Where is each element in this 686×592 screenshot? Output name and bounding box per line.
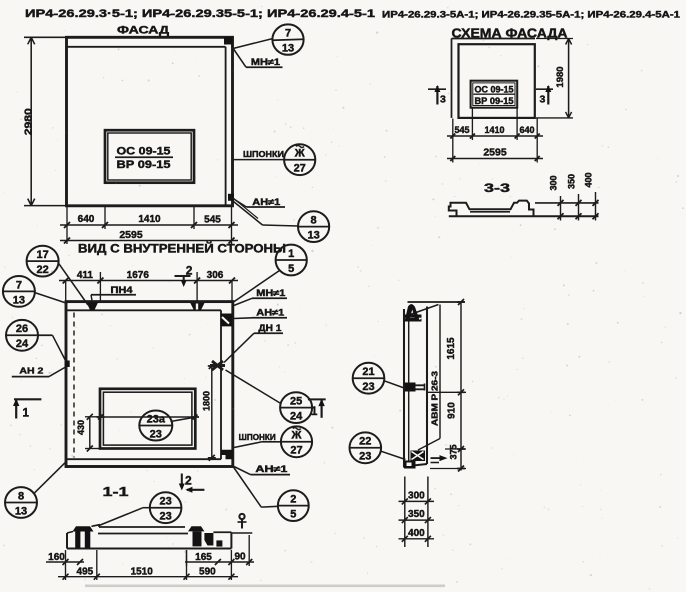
svg-text:1676: 1676 (127, 270, 150, 281)
svg-text:2: 2 (186, 264, 193, 278)
svg-text:1510: 1510 (131, 566, 154, 577)
svg-text:300: 300 (408, 491, 425, 502)
svg-text:375: 375 (449, 444, 459, 459)
svg-text:3: 3 (540, 94, 546, 106)
svg-text:7: 7 (16, 279, 22, 291)
svg-text:13: 13 (13, 294, 25, 306)
svg-text:1: 1 (23, 408, 30, 420)
svg-text:МН≠1: МН≠1 (251, 57, 280, 67)
svg-text:23: 23 (150, 428, 162, 440)
svg-text:ДН 1: ДН 1 (258, 323, 281, 333)
svg-text:13: 13 (307, 230, 319, 242)
svg-text:ВР 09-15: ВР 09-15 (117, 159, 171, 171)
svg-text:2595: 2595 (483, 147, 507, 159)
svg-text:545: 545 (204, 215, 221, 226)
svg-text:24: 24 (290, 411, 303, 423)
svg-text:2980: 2980 (23, 108, 35, 135)
svg-text:ИР4-26.29.3-5А-1; ИР4-26.29.35: ИР4-26.29.3-5А-1; ИР4-26.29.35-5А-1; ИР4… (382, 10, 681, 21)
svg-text:160: 160 (48, 552, 65, 563)
svg-text:2: 2 (290, 494, 296, 506)
svg-text:350: 350 (567, 174, 577, 189)
svg-text:910: 910 (447, 402, 458, 419)
svg-text:640: 640 (78, 214, 95, 225)
svg-text:5: 5 (290, 509, 296, 521)
svg-text:АН 2: АН 2 (19, 366, 43, 376)
svg-text:Ж: Ж (291, 430, 302, 442)
svg-text:1-1: 1-1 (103, 484, 129, 499)
svg-text:300: 300 (549, 175, 559, 190)
svg-text:ШПОНКИ: ШПОНКИ (239, 433, 276, 442)
svg-text:АН≠1: АН≠1 (256, 308, 284, 318)
svg-text:27: 27 (290, 445, 302, 457)
svg-text:13: 13 (282, 43, 294, 55)
svg-text:8: 8 (18, 490, 24, 502)
svg-text:АН≠1: АН≠1 (255, 464, 287, 474)
svg-text:27: 27 (294, 163, 306, 175)
svg-text:411: 411 (77, 270, 94, 281)
svg-text:90: 90 (234, 552, 246, 563)
svg-text:25: 25 (290, 396, 302, 408)
svg-text:2595: 2595 (119, 229, 143, 241)
svg-text:8: 8 (311, 215, 317, 227)
svg-text:21: 21 (362, 366, 374, 378)
svg-text:1800: 1800 (202, 391, 213, 411)
svg-text:5: 5 (288, 263, 294, 275)
svg-text:3-3: 3-3 (484, 183, 510, 195)
svg-text:1410: 1410 (138, 214, 161, 225)
svg-text:1: 1 (311, 406, 318, 418)
svg-text:350: 350 (408, 509, 425, 520)
svg-text:ФАСАД: ФАСАД (117, 25, 169, 37)
svg-text:2: 2 (185, 474, 192, 488)
svg-text:22: 22 (36, 264, 48, 276)
svg-text:7: 7 (285, 28, 291, 40)
svg-text:23а: 23а (147, 413, 166, 425)
svg-text:13: 13 (15, 505, 27, 517)
svg-text:АН≠1: АН≠1 (252, 197, 280, 207)
svg-text:23: 23 (159, 511, 171, 523)
svg-text:400: 400 (584, 172, 594, 187)
svg-text:Ж: Ж (294, 148, 305, 160)
svg-text:23: 23 (362, 381, 374, 393)
svg-text:23: 23 (159, 496, 171, 508)
svg-text:1615: 1615 (446, 337, 457, 360)
svg-text:ШПОНКИ: ШПОНКИ (243, 150, 284, 159)
svg-text:СХЕМА ФАСАДА: СХЕМА ФАСАДА (452, 26, 569, 41)
svg-text:1980: 1980 (555, 66, 566, 87)
svg-text:24: 24 (16, 338, 29, 350)
svg-text:ВИД С ВНУТРЕННЕЙ СТОРОНЫ: ВИД С ВНУТРЕННЕЙ СТОРОНЫ (78, 241, 286, 256)
svg-text:ВР 09-15: ВР 09-15 (475, 96, 514, 106)
svg-text:640: 640 (519, 125, 534, 135)
svg-text:ОС 09-15: ОС 09-15 (475, 85, 514, 95)
svg-text:МН≠1: МН≠1 (256, 288, 285, 298)
svg-text:23: 23 (359, 451, 371, 463)
svg-text:26: 26 (16, 323, 28, 335)
svg-text:АВМ Р 26-3: АВМ Р 26-3 (430, 371, 440, 426)
svg-text:165: 165 (195, 552, 212, 563)
svg-text:590: 590 (199, 566, 216, 577)
svg-text:ПН4: ПН4 (111, 285, 133, 295)
svg-text:430: 430 (76, 420, 86, 435)
svg-text:495: 495 (77, 566, 94, 577)
svg-text:17: 17 (36, 249, 48, 261)
svg-text:1: 1 (288, 248, 294, 260)
svg-text:ОС 09-15: ОС 09-15 (117, 146, 171, 158)
svg-text:3: 3 (440, 94, 446, 106)
svg-text:306: 306 (207, 270, 224, 281)
svg-text:22: 22 (359, 436, 371, 448)
svg-text:400: 400 (408, 528, 425, 539)
svg-text:ИР4-26.29.3·5-1; ИР4-26.29.35-: ИР4-26.29.3·5-1; ИР4-26.29.35-5-1; ИР4-2… (25, 8, 375, 20)
svg-text:1410: 1410 (484, 125, 504, 135)
svg-text:545: 545 (454, 125, 469, 135)
